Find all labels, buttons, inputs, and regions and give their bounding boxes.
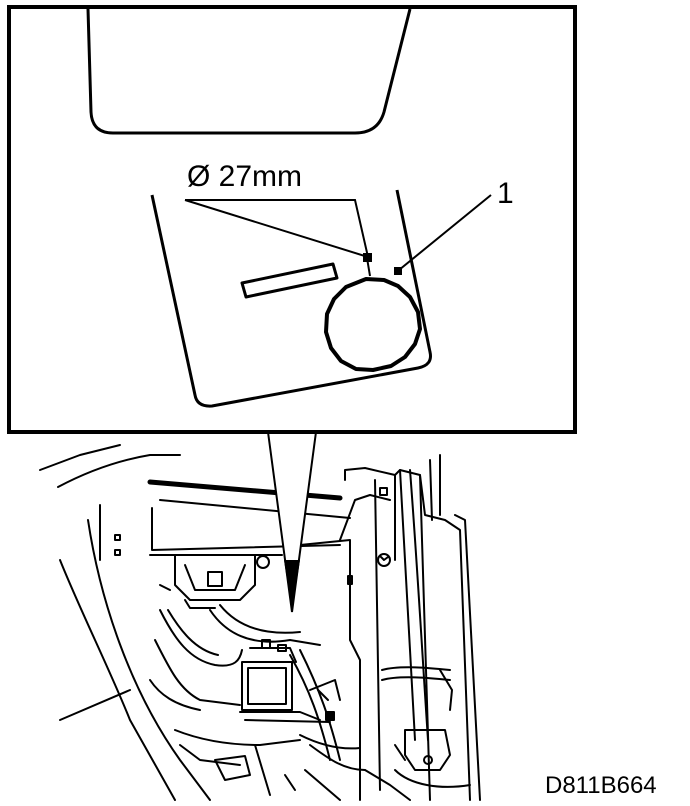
callout-1-leader — [398, 194, 492, 271]
panel-outline — [150, 189, 432, 408]
diameter-label: Ø 27mm — [187, 160, 302, 193]
callout-number: 1 — [497, 177, 514, 210]
detail-pointer — [267, 431, 317, 613]
panel-slot — [240, 262, 339, 299]
upper-cover-outline — [86, 8, 412, 135]
hole-27mm — [324, 277, 422, 372]
diameter-marker — [363, 253, 372, 262]
detail-inset: Ø 27mm 1 — [7, 5, 577, 434]
inset-frame — [7, 5, 577, 434]
callout-1-marker — [394, 267, 402, 275]
figure-code: D811B664 — [545, 772, 657, 799]
diameter-leader — [184, 199, 369, 258]
machine-illustration — [39, 444, 481, 801]
